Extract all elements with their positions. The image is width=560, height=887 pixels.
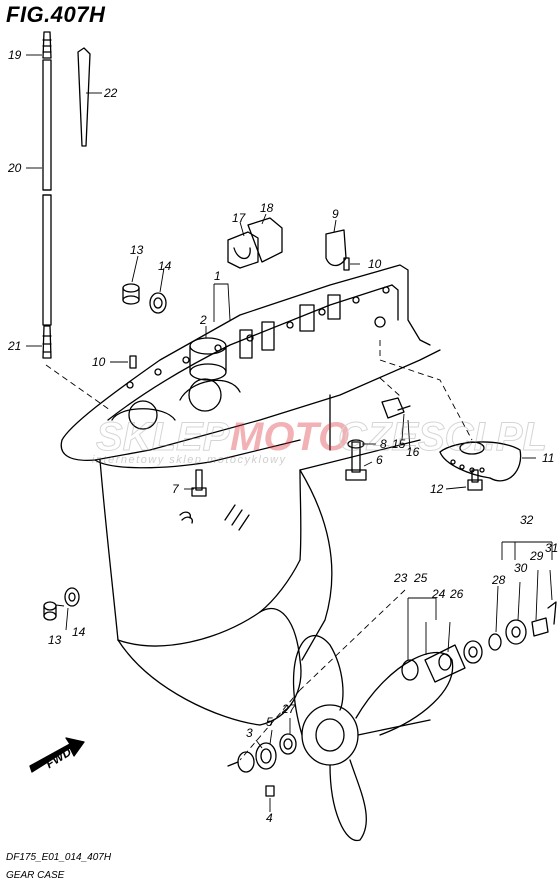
callout-16: 16 (406, 445, 420, 459)
callout-18: 18 (260, 201, 274, 215)
callout-9: 9 (332, 207, 339, 221)
callout-10-lower: 10 (92, 355, 106, 369)
prop-nut-set (227, 733, 297, 797)
callout-26: 26 (449, 587, 464, 601)
callout-14-lower: 14 (72, 625, 86, 639)
callout-13-lower: 13 (48, 633, 62, 647)
bolt-12 (467, 469, 483, 491)
dowel-pin-10 (129, 355, 137, 369)
callout-5: 5 (266, 715, 273, 729)
callout-10-upper: 10 (368, 257, 382, 271)
pin-22 (77, 47, 91, 147)
watermark-right: CZESCI.PL (338, 415, 547, 459)
callout-20: 20 (7, 161, 22, 175)
propeller (293, 635, 454, 841)
callout-6: 6 (376, 453, 383, 467)
callout-25: 25 (413, 571, 428, 585)
callout-13-upper: 13 (130, 243, 144, 257)
watermark: SKLEP MOTO CZESCI.PL internetowy sklep m… (92, 415, 547, 467)
callout-27: 27 (281, 702, 297, 716)
callout-8: 8 (380, 437, 387, 451)
callout-24: 24 (431, 587, 446, 601)
plug-13-lower (43, 601, 57, 621)
watermark-mid: MOTO (230, 415, 349, 459)
callout-2: 2 (199, 313, 207, 327)
callout-4: 4 (266, 811, 273, 825)
callout-21: 21 (7, 339, 21, 353)
callout-29: 29 (529, 549, 544, 563)
callout-19: 19 (8, 48, 22, 62)
callout-15: 15 (392, 437, 406, 451)
cover-17-18 (227, 217, 283, 269)
dowel-pin-10-upper (343, 257, 350, 271)
callout-31: 31 (545, 541, 558, 555)
plug-13-upper (122, 283, 140, 305)
callout-28: 28 (491, 573, 506, 587)
leader-lines (26, 54, 553, 812)
thrust-hub-set (401, 601, 557, 683)
bolt-6 (345, 441, 367, 481)
callout-23: 23 (393, 571, 408, 585)
callout-22: 22 (103, 86, 118, 100)
callout-14-upper: 14 (158, 259, 172, 273)
figure-title: FIG.407H (6, 2, 106, 27)
bolt-7 (191, 469, 207, 497)
callout-30: 30 (514, 561, 528, 575)
watermark-left: SKLEP (96, 415, 230, 459)
anode-15 (381, 397, 411, 419)
cap-9 (325, 229, 347, 267)
drive-shaft (42, 31, 52, 359)
fwd-arrow (29, 737, 85, 773)
footer-name: GEAR CASE (6, 870, 65, 881)
gasket-14-lower (64, 587, 80, 607)
watermark-tagline: internetowy sklep motocyklowy (92, 454, 287, 466)
callout-32: 32 (520, 513, 534, 527)
callout-3: 3 (246, 726, 253, 740)
callout-17: 17 (232, 211, 247, 225)
callout-labels: 19 22 20 21 17 18 9 10 13 14 1 2 10 8 15… (7, 48, 558, 825)
gear-case-body (60, 264, 441, 726)
callout-11: 11 (542, 451, 554, 465)
callout-12: 12 (430, 482, 444, 496)
gasket-14-upper (149, 292, 167, 314)
callout-7: 7 (172, 482, 180, 496)
callout-1: 1 (214, 269, 221, 283)
footer-code: DF175_E01_014_407H (6, 852, 112, 863)
trim-tab-11 (439, 441, 522, 482)
